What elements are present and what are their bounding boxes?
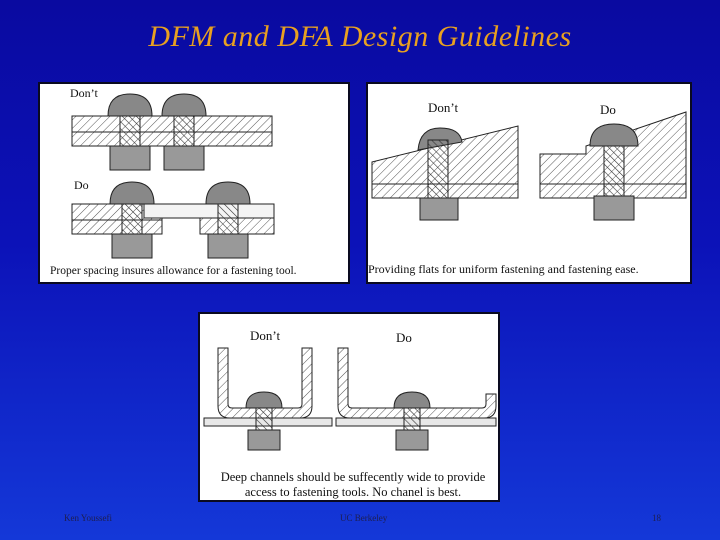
- bolt-dont-1: [107, 93, 153, 171]
- bolt-flats-dont: [417, 127, 463, 221]
- bolt-do-2: [205, 181, 251, 259]
- channels-diagram: [203, 347, 497, 451]
- spacing-dont-label: Don’t: [70, 86, 98, 100]
- flats-dont-label: Don’t: [428, 100, 459, 115]
- bolt-dont-2: [161, 93, 207, 171]
- flats-do-label: Do: [600, 102, 616, 117]
- channels-dont-label: Don’t: [250, 328, 281, 343]
- spacing-do-label: Do: [74, 178, 89, 192]
- spacing-caption: Proper spacing insures allowance for a f…: [50, 265, 297, 277]
- spacing-diagram: [71, 93, 275, 259]
- footer-page-number: 18: [652, 513, 661, 523]
- channels-do-label: Do: [396, 330, 412, 345]
- footer-institution: UC Berkeley: [340, 513, 388, 523]
- flats-caption: Providing flats for uniform fastening an…: [368, 262, 639, 276]
- bolt-do-1: [109, 181, 155, 259]
- slide-title: DFM and DFA Design Guidelines: [148, 20, 572, 53]
- bolt-channel-dont: [245, 391, 283, 451]
- channels-caption: Deep channels should be suffecently wide…: [220, 470, 486, 499]
- figure-flats: Don’t Do Providing flats for uniform fas…: [366, 82, 692, 284]
- footer-author: Ken Youssefi: [64, 513, 113, 523]
- figure-spacing: Don’t Do Proper spacing insures allowanc…: [38, 82, 350, 284]
- figure-channels: Don’t Do Deep channels should be suffece…: [198, 312, 500, 502]
- bolt-flats-do: [589, 123, 639, 221]
- bolt-channel-do: [393, 391, 431, 451]
- flats-diagram: [371, 111, 687, 221]
